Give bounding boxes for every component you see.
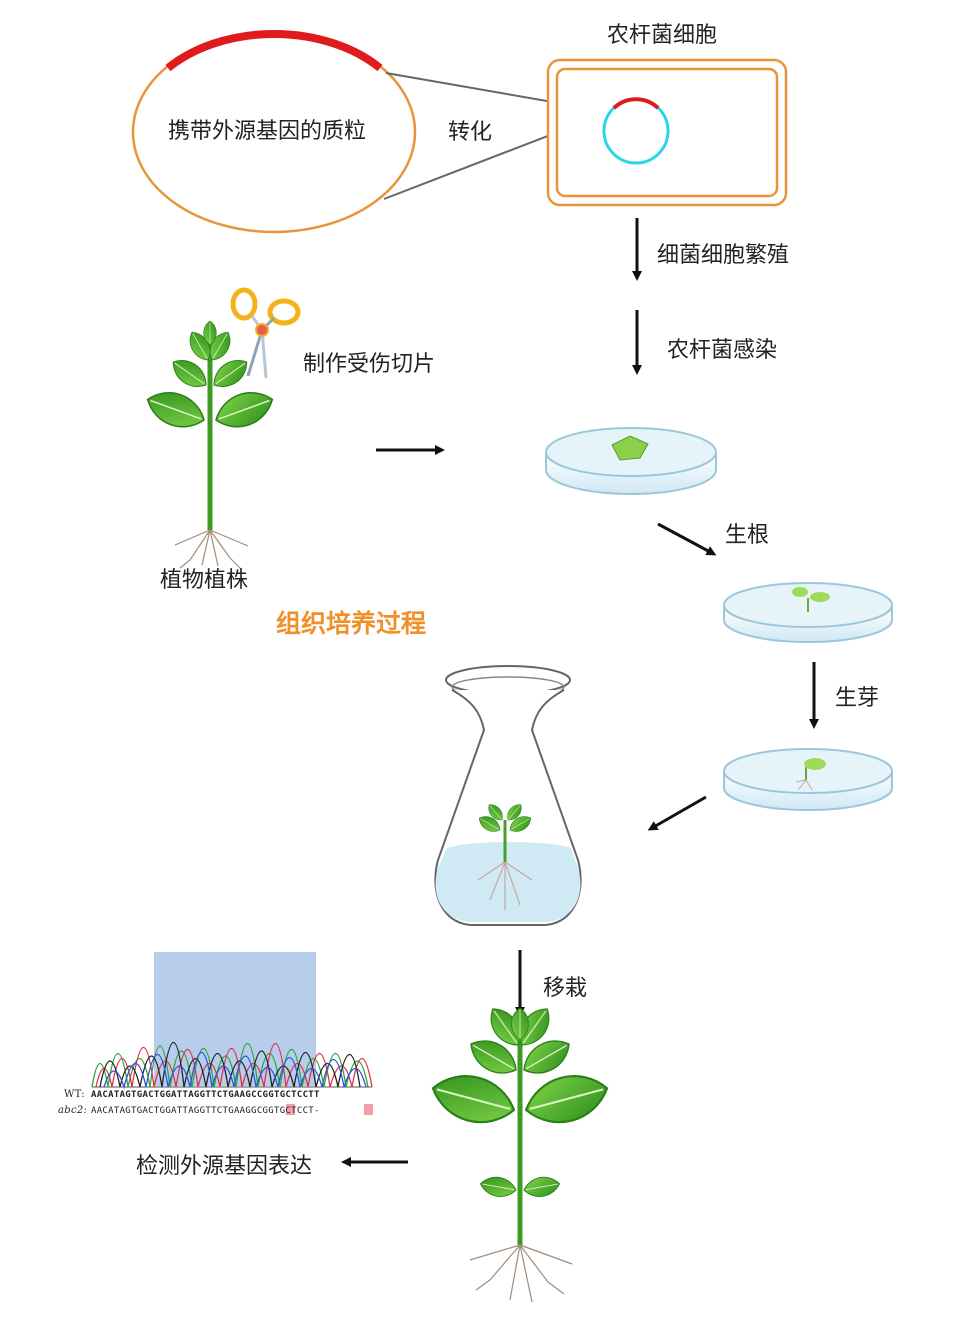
multiply-label: 细菌细胞繁殖 (657, 243, 790, 268)
plasmid-label: 携带外源基因的质粒 (168, 119, 367, 144)
infect-label: 农杆菌感染 (667, 338, 778, 363)
scissors-icon (230, 287, 301, 379)
petri-dish-budding (723, 748, 893, 811)
plant-label: 植物植株 (160, 568, 249, 593)
culture-flask (434, 665, 582, 926)
budding-label: 生芽 (835, 686, 880, 711)
transgenic-plant (426, 1001, 614, 1303)
agrobacterium-cell-label: 农杆菌细胞 (607, 23, 718, 48)
rooting-label: 生根 (725, 523, 770, 548)
petri-dish-explant (545, 427, 717, 495)
plasmid-enlarged (131, 30, 417, 234)
mutant-label: abc2: (58, 1105, 88, 1116)
petri-dish-rooting (723, 582, 893, 643)
sequencing-chromatogram (91, 952, 373, 1115)
wound-cut-label: 制作受伤切片 (303, 352, 436, 377)
arrow-to-flask (647, 795, 707, 831)
plant-illustration (141, 320, 279, 571)
wt-label: WT: (64, 1089, 85, 1100)
transform-label: 转化 (448, 120, 493, 145)
detect-expression-label: 检测外源基因表达 (136, 1154, 313, 1179)
arrow-rooting (657, 522, 717, 556)
wt-sequence: AACATAGTGACTGGATTAGGTTCTGAAGCCGGTGCTCCTT (91, 1090, 320, 1100)
tissue-culture-title: 组织培养过程 (276, 609, 427, 638)
mutant-sequence: AACATAGTGACTGGATTAGGTTCTGAAGGCGGTGCTCCT- (91, 1106, 320, 1116)
agrobacterium-cell (546, 58, 788, 207)
transplant-label: 移栽 (543, 976, 588, 1001)
